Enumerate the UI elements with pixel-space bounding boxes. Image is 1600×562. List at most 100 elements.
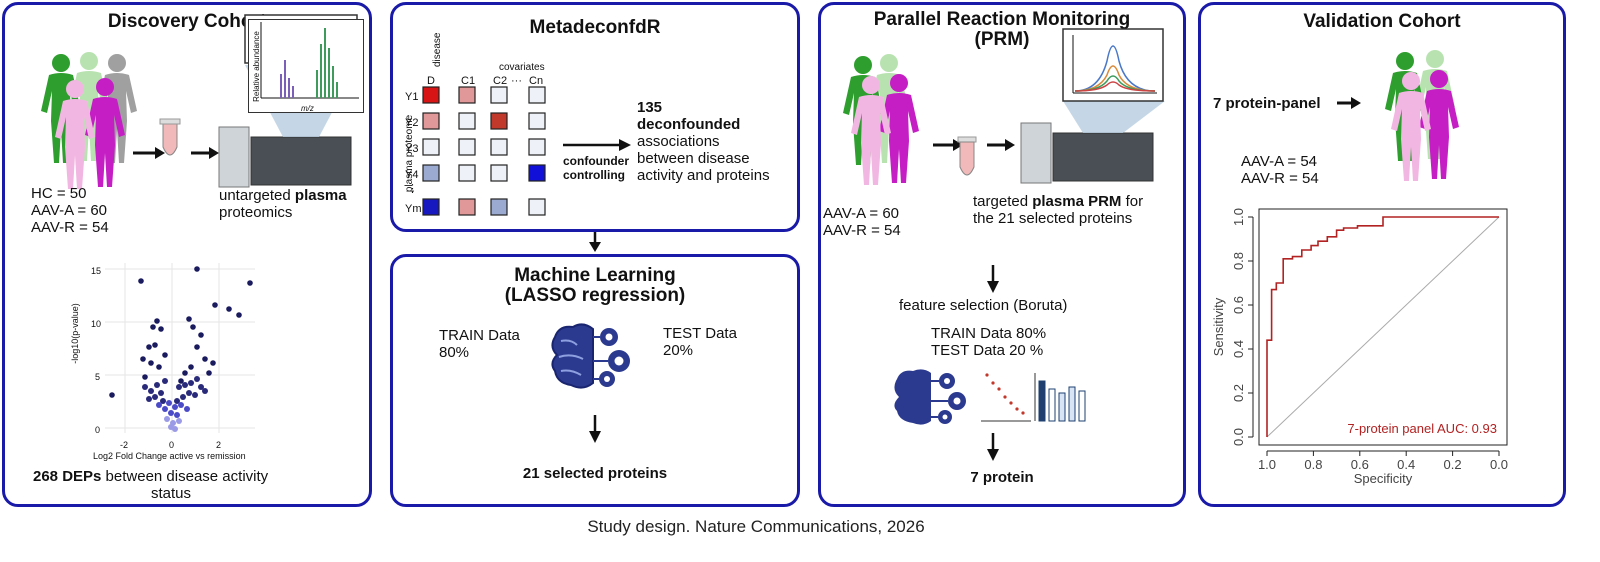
discovery-result-bold: 268 DEPs <box>33 468 102 485</box>
ml-panel: Machine Learning (LASSO regression) TRAI… <box>390 254 800 507</box>
roc-xtick-label: 0.8 <box>1304 457 1322 472</box>
roc-ytick-label: 1.0 <box>1231 208 1246 226</box>
metadeconf-result-line4: between disease <box>637 150 750 167</box>
prm-method-bold: plasma PRM <box>1032 193 1122 210</box>
volcano-plot <box>105 263 255 433</box>
prm-train-split: TRAIN Data 80% <box>931 325 1047 342</box>
prm-feature-selection: feature selection (Boruta) <box>899 297 1068 314</box>
validation-panel-label: 7 protein-panel <box>1213 95 1321 112</box>
roc-ytick-label: 0.4 <box>1231 340 1246 358</box>
cell <box>422 86 440 104</box>
discovery-result-rest: between disease activity <box>101 468 269 485</box>
prm-aav-a-count: AAV-A = 60 <box>823 205 900 222</box>
prm-scatter-bars <box>981 373 1086 422</box>
roc-ytick-label: 0.0 <box>1231 428 1246 446</box>
volcano-xtick-neg2: -2 <box>120 440 129 450</box>
discovery-method-prefix: untargeted <box>219 187 295 204</box>
volcano-xtick-2: 2 <box>216 440 222 450</box>
ml-down-arrow <box>589 415 601 443</box>
ml-result: 21 selected proteins <box>522 465 668 482</box>
hc-count: HC = 50 <box>31 185 87 202</box>
prm-arrow-1 <box>987 265 999 293</box>
discovery-panel: Discovery Cohort Relative abundance m/z <box>2 2 372 507</box>
volcano-ytick-5: 5 <box>95 372 101 382</box>
metadeconf-result-line3: associations <box>637 133 720 150</box>
ml-test-line2: 20% <box>663 342 694 359</box>
discovery-method: untargeted plasma <box>219 187 347 204</box>
covariates-label: covariates <box>499 62 545 73</box>
prm-title-line2: (PRM) <box>974 29 1030 50</box>
volcano-ytick-0: 0 <box>95 425 101 435</box>
row-label-y2: Y2 <box>405 117 419 129</box>
roc-ylabel: Sensitivity <box>1211 297 1226 356</box>
discovery-method-line2: proteomics <box>219 204 293 221</box>
prm-instrument <box>933 28 1165 184</box>
prm-figures <box>843 54 919 185</box>
confounder-arrow <box>563 139 631 151</box>
col-label-d: D <box>427 75 435 87</box>
ml-title-line1: Machine Learning <box>514 265 676 286</box>
roc-curve <box>1266 216 1499 437</box>
ml-test-line1: TEST Data <box>663 325 737 342</box>
roc-annotation: 7-protein panel AUC: 0.93 <box>1347 421 1497 436</box>
row-label-y4: Y4 <box>405 169 419 181</box>
discovery-title: Discovery Cohort <box>107 11 267 32</box>
ms-spectrum-frame: Relative abundance m/z <box>248 19 364 113</box>
down-arrow-meta-ml <box>589 232 601 252</box>
prm-result: 7 protein <box>970 469 1034 486</box>
volcano-ytick-10: 10 <box>91 319 102 329</box>
roc-xtick-label: 0.4 <box>1397 457 1415 472</box>
prm-panel: Parallel Reaction Monitoring (PRM) AAV-A… <box>818 2 1186 507</box>
row-label-y1: Y1 <box>405 91 419 103</box>
ms-peaks <box>260 22 359 99</box>
roc-xlabel: Specificity <box>1354 471 1413 486</box>
roc-xtick-label: 0.0 <box>1490 457 1508 472</box>
prm-method-line2: the 21 selected proteins <box>973 210 1133 227</box>
roc-xtick-label: 1.0 <box>1258 457 1276 472</box>
prm-aav-r-count: AAV-R = 54 <box>823 222 901 239</box>
validation-arrow <box>1337 97 1361 109</box>
volcano-xtick-0: 0 <box>169 440 175 450</box>
prm-tube <box>957 136 977 176</box>
discovery-result-line2: status <box>151 485 192 502</box>
ml-title-line2: (LASSO regression) <box>504 285 686 306</box>
roc-frame <box>1258 208 1508 446</box>
ms-xlabel: m/z <box>301 104 314 113</box>
confounder-matrix <box>422 86 546 216</box>
prm-method: targeted plasma PRM for <box>973 193 1143 210</box>
prm-arrow-2 <box>987 433 999 461</box>
discovery-method-bold: plasma <box>294 187 347 204</box>
validation-panel: Validation Cohort 7 protein-panel AAV-A … <box>1198 2 1566 507</box>
roc-xtick-label: 0.6 <box>1351 457 1369 472</box>
validation-aav-a-count: AAV-A = 54 <box>1241 153 1318 170</box>
col-label-c2: C2 <box>493 75 508 87</box>
col-label-dots: ··· <box>511 75 522 87</box>
disease-label: disease <box>432 32 443 67</box>
ml-train-line2: 80% <box>439 344 470 361</box>
col-label-c1: C1 <box>461 75 476 87</box>
brain-gears-icon <box>551 323 630 389</box>
prm-method-suffix: for <box>1121 193 1144 210</box>
volcano-xlabel: Log2 Fold Change active vs remission <box>93 451 246 461</box>
prm-test-split: TEST Data 20 % <box>931 342 1044 359</box>
discovery-result: 268 DEPs between disease activity <box>33 468 268 485</box>
prm-method-prefix: targeted <box>973 193 1033 210</box>
row-label-ym: Ym <box>405 203 422 215</box>
metadeconf-title: MetadeconfdR <box>529 17 661 38</box>
row-label-y3: Y3 <box>405 143 419 155</box>
metadeconf-result-bold: deconfounded <box>637 116 741 133</box>
col-label-cn: Cn <box>529 75 544 87</box>
aav-r-count: AAV-R = 54 <box>31 219 109 236</box>
roc-ytick-label: 0.8 <box>1231 252 1246 270</box>
metadeconf-panel: MetadeconfdR disease covariates plasma p… <box>390 2 800 232</box>
arrow-label-line1: confounder <box>563 154 629 168</box>
prm-title-line1: Parallel Reaction Monitoring <box>873 9 1131 30</box>
arrow-label-line2: controlling <box>563 168 625 182</box>
roc-ytick-label: 0.2 <box>1231 384 1246 402</box>
ml-train-line1: TRAIN Data <box>439 327 520 344</box>
roc-xtick-label: 0.2 <box>1444 457 1462 472</box>
row-label-dots: ⋮ <box>407 183 418 195</box>
metadeconf-result-line5: activity and proteins <box>637 167 770 184</box>
aav-a-count: AAV-A = 60 <box>31 202 108 219</box>
